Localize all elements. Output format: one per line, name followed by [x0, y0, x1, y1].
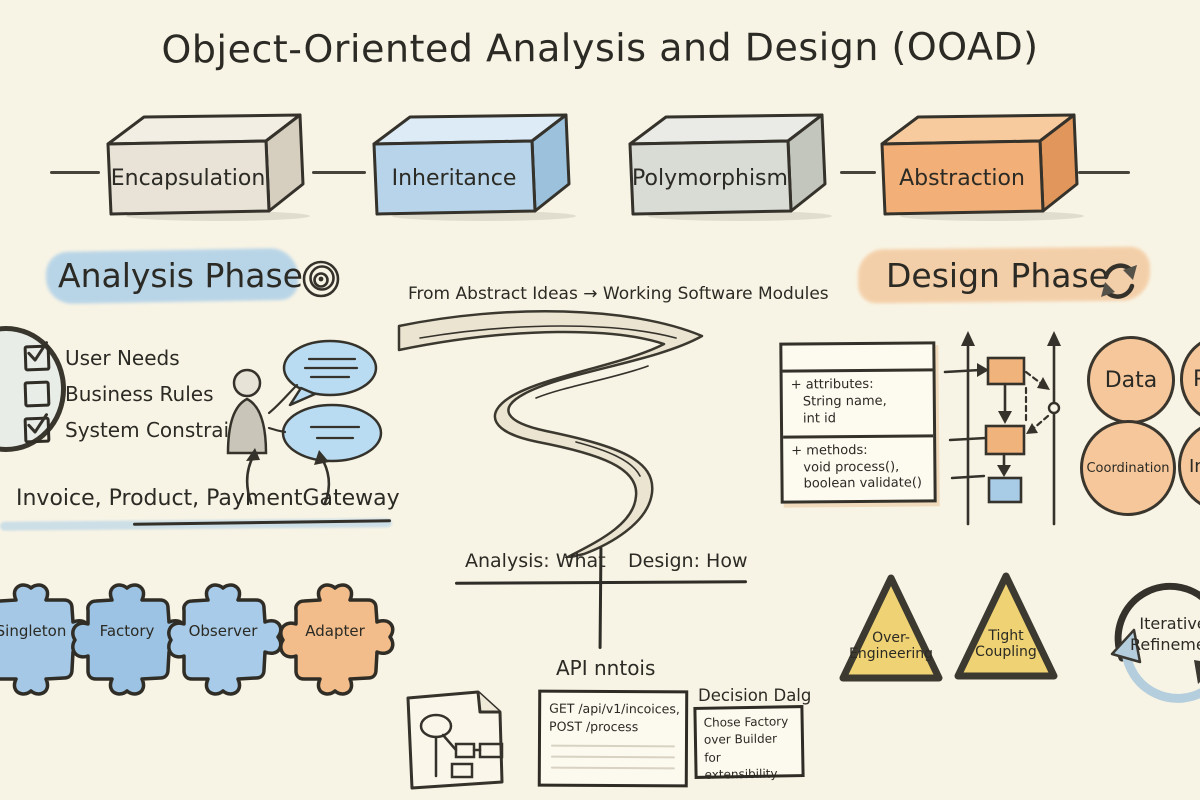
- stakeholder-conversation-icon: [226, 339, 383, 505]
- stone-block-icon: [106, 113, 310, 221]
- stone-block-icon: [628, 113, 832, 221]
- checklist-item-user-needs: User Needs: [23, 341, 180, 372]
- responsibility-circle-in: In: [1178, 420, 1200, 512]
- warning-line: Over-: [872, 630, 910, 646]
- winding-road-icon: [397, 309, 704, 558]
- block-abstraction: Abstraction: [872, 104, 1084, 222]
- ruled-line: [550, 744, 675, 748]
- puzzle-piece-icon: [0, 583, 91, 696]
- pattern-label: Adapter: [305, 622, 365, 640]
- method-line: boolean validate(): [803, 475, 923, 492]
- diagram-document-icon: [406, 690, 504, 790]
- checklist-label: Business Rules: [65, 382, 214, 406]
- spiral-scribble-icon: [302, 260, 340, 298]
- checklist-item-business-rules: Business Rules: [23, 380, 214, 408]
- iteration-line: Iterative: [1139, 614, 1200, 633]
- comparison-right: Design: How: [628, 550, 748, 572]
- design-phase-heading: Design Phase: [886, 256, 1109, 295]
- methods-title: + methods:: [791, 442, 868, 459]
- iteration-label: Iterative Refinement: [1130, 614, 1200, 656]
- responsibility-circle-coordination: Coordination: [1080, 420, 1176, 516]
- pattern-piece-adapter: Adapter: [278, 576, 398, 702]
- warning-over-engineering: Over- Engineering: [833, 568, 949, 690]
- ruled-line: [550, 766, 675, 770]
- analysis-phase-heading: Analysis Phase: [58, 256, 303, 295]
- warning-triangle-icon: [954, 572, 1058, 680]
- comparison-left: Analysis: What: [465, 550, 606, 572]
- decision-log-box: Chose Factory over Builder for extensibi…: [693, 705, 805, 782]
- stone-block-icon: [372, 113, 576, 221]
- circle-label: In: [1189, 455, 1200, 477]
- block-encapsulation: Encapsulation: [98, 104, 310, 222]
- warning-label: Over- Engineering: [841, 630, 941, 662]
- attributes-compartment: + attributes: String name, int id: [782, 371, 934, 439]
- responsibility-circle-data: Data: [1087, 336, 1175, 424]
- checkbox-icon: [23, 413, 51, 444]
- pattern-label: Factory: [99, 622, 155, 640]
- ground-line: [50, 171, 100, 174]
- methods-compartment: + methods: void process(), boolean valid…: [783, 437, 934, 501]
- pattern-piece-observer: Observer: [166, 576, 286, 702]
- warning-line: Engineering: [849, 646, 933, 663]
- block-label: Encapsulation: [110, 165, 266, 191]
- block-label: Polymorphism: [632, 165, 788, 191]
- iteration-line: Refinement: [1130, 634, 1200, 654]
- ground-line: [312, 171, 366, 174]
- sequence-diagram-icon: [943, 331, 1061, 526]
- block-label: Inheritance: [391, 165, 517, 191]
- puzzle-piece-icon: [279, 583, 395, 696]
- circle-label: Data: [1104, 367, 1158, 393]
- circle-label: P: [1193, 366, 1200, 392]
- checkbox-icon: [23, 380, 51, 408]
- warning-label: Tight Coupling: [956, 628, 1056, 660]
- candidate-objects-text: Invoice, Product, PaymentGateway: [16, 486, 400, 511]
- puzzle-piece-icon: [71, 583, 187, 696]
- ground-line: [840, 171, 876, 174]
- pattern-piece-factory: Factory: [70, 576, 190, 702]
- ruled-line: [550, 755, 675, 759]
- attribute-line: int id: [802, 410, 836, 427]
- pattern-piece-singleton: Singleton: [0, 576, 94, 702]
- pattern-label: Observer: [188, 622, 258, 640]
- pattern-label: Singleton: [0, 622, 67, 640]
- warning-line: Coupling: [975, 644, 1037, 661]
- class-name-compartment: [782, 344, 933, 373]
- attribute-line: String name,: [802, 393, 887, 410]
- page-title: Object-Oriented Analysis and Design (OOA…: [161, 24, 1039, 72]
- uml-class-box: + attributes: String name, int id + meth…: [779, 341, 937, 505]
- comparison-vline: [598, 546, 603, 650]
- cycle-arrows-icon: [1101, 263, 1137, 299]
- warning-tight-coupling: Tight Coupling: [948, 566, 1064, 688]
- iteration-cycle-icon: [1110, 582, 1200, 703]
- decision-log-heading: Decision Dalg: [698, 686, 812, 705]
- block-label: Abstraction: [899, 165, 1025, 191]
- checklist-label: User Needs: [65, 346, 180, 370]
- journey-caption: From Abstract Ideas → Working Software M…: [408, 284, 829, 304]
- ground-line: [1078, 171, 1130, 174]
- api-notes-box: GET /api/v1/incoices, POST /process: [537, 689, 689, 788]
- checkbox-icon: [23, 341, 51, 372]
- puzzle-piece-icon: [167, 583, 283, 696]
- method-line: void process(),: [803, 459, 900, 476]
- attributes-title: + attributes:: [790, 376, 874, 393]
- warning-line: Tight: [988, 628, 1024, 644]
- responsibility-circle-p: P: [1180, 334, 1200, 424]
- api-line: POST /process: [549, 718, 639, 735]
- brick-block-icon: [880, 113, 1084, 221]
- api-line: GET /api/v1/incoices,: [549, 700, 680, 717]
- api-notes-heading: API nntois: [556, 656, 656, 680]
- block-polymorphism: Polymorphism: [620, 104, 832, 222]
- warning-triangle-icon: [839, 574, 943, 682]
- block-inheritance: Inheritance: [364, 104, 576, 222]
- circle-label: Coordination: [1086, 460, 1170, 476]
